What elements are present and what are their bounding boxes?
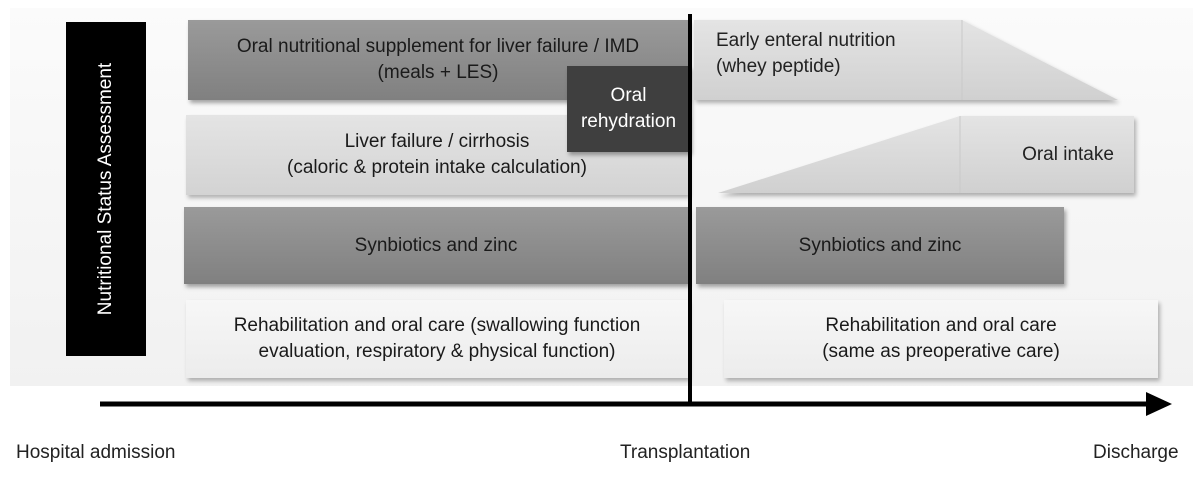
liver-failure-line1: Liver failure / cirrhosis — [344, 131, 530, 152]
rehab-pre-line2: evaluation, respiratory & physical funct… — [258, 341, 616, 362]
rehab-post-line2: (same as preoperative care) — [822, 341, 1060, 362]
transplantation-label: Transplantation — [620, 442, 751, 463]
early-enteral-line1: Early enteral nutrition — [716, 30, 896, 51]
discharge-label: Discharge — [1093, 442, 1179, 463]
rehab-pre-box: Rehabilitation and oral care (swallowing… — [186, 300, 688, 378]
oral-intake-box: Oral intake — [962, 116, 1134, 193]
timeline-arrowhead — [1146, 392, 1172, 416]
liver-failure-box: Liver failure / cirrhosis (caloric & pro… — [186, 115, 688, 195]
synbiotics-zinc-pre-box: Synbiotics and zinc — [184, 207, 688, 284]
rehab-post-line1: Rehabilitation and oral care — [825, 315, 1057, 336]
rehab-post-box: Rehabilitation and oral care (same as pr… — [724, 300, 1158, 378]
oral-supplement-line2: (meals + LES) — [377, 62, 499, 83]
oral-supplement-line1: Oral nutritional supplement for liver fa… — [236, 36, 640, 57]
hospital-admission-label: Hospital admission — [16, 442, 176, 463]
nutritional-status-assessment-bar: Nutritional Status Assessment — [66, 22, 146, 356]
rehab-pre-line1: Rehabilitation and oral care (swallowing… — [233, 315, 641, 336]
oral-rehydration-box: Oral rehydration — [567, 66, 690, 152]
synbiotics-zinc-post-box: Synbiotics and zinc — [696, 207, 1064, 284]
synbiotics-zinc-post-label: Synbiotics and zinc — [798, 234, 962, 256]
oral-rehydration-line1: Oral — [610, 85, 647, 106]
liver-failure-line2: (caloric & protein intake calculation) — [287, 157, 587, 178]
oral-intake-label: Oral intake — [1022, 143, 1114, 165]
oral-rehydration-line2: rehydration — [580, 111, 677, 132]
early-enteral-line2: (whey peptide) — [716, 56, 841, 77]
synbiotics-zinc-pre-label: Synbiotics and zinc — [354, 234, 518, 256]
early-enteral-box: Early enteral nutrition (whey peptide) — [694, 20, 962, 100]
oral-intake-wedge — [718, 116, 1134, 193]
early-enteral-wedge — [694, 20, 1118, 100]
